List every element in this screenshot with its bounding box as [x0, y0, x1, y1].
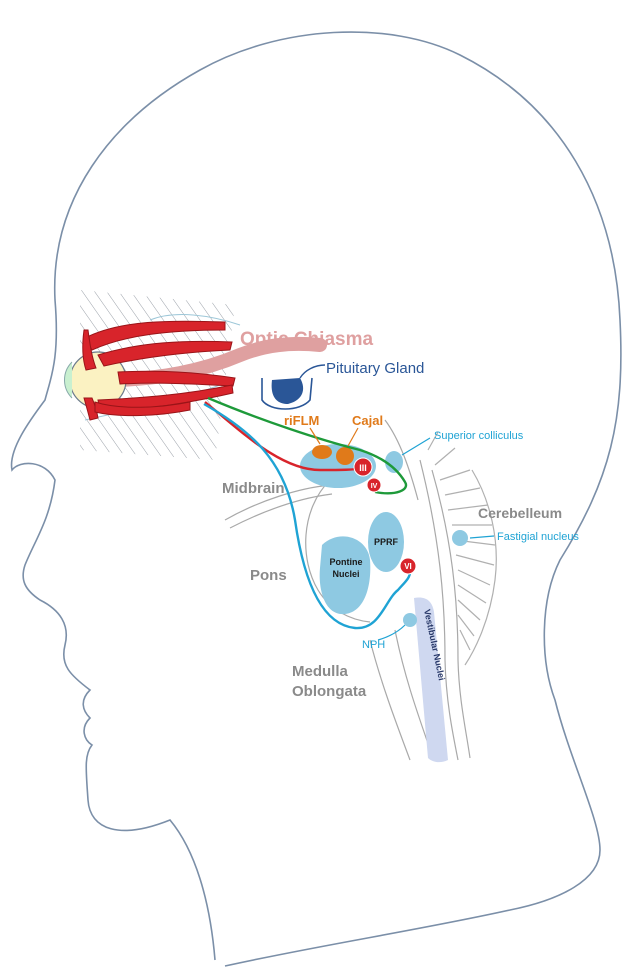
nph-dot: [403, 613, 417, 627]
nucleus-iv-label: IV: [371, 483, 378, 490]
midbrain-label: Midbrain: [222, 480, 285, 497]
riflm-label: riFLM: [284, 413, 319, 428]
superior-colliculus-label: Superior colliculus: [434, 430, 524, 442]
cajal-label: Cajal: [352, 413, 383, 428]
cajal-arrow: [348, 428, 358, 446]
cajal-nucleus: [336, 447, 354, 465]
fastigial-nucleus-label: Fastigial nucleus: [497, 531, 579, 543]
pituitary-gland-label: Pituitary Gland: [326, 360, 424, 377]
nucleus-iii-label: III: [359, 463, 367, 473]
pontine-label-line2: Nuclei: [332, 569, 359, 579]
riflm-nucleus: [312, 445, 332, 459]
fastigial-arrow: [470, 536, 494, 538]
pituitary-gland-shape: [272, 378, 303, 404]
pituitary-stalk: [300, 365, 325, 378]
nph-arrow: [378, 625, 405, 640]
pons-label: Pons: [250, 567, 287, 584]
medulla-label-line2: Oblongata: [292, 683, 367, 700]
pprf-label: PPRF: [374, 537, 399, 547]
nucleus-vi-label: VI: [404, 562, 412, 571]
cornea: [65, 362, 73, 398]
medulla-front: [370, 640, 410, 760]
superior-colliculus-arrow: [402, 438, 430, 455]
nph-label: NPH: [362, 639, 385, 651]
cerebellum-folia: [428, 432, 496, 665]
midbrain-curve-2: [230, 494, 332, 528]
fastigial-nucleus-dot: [452, 530, 468, 546]
optic-chiasma-label: Optic Chiasma: [240, 329, 373, 350]
cerebellum-label: Cerebelleum: [478, 505, 562, 521]
medulla-label-line1: Medulla: [292, 663, 348, 680]
pontine-label-line1: Pontine: [330, 557, 363, 567]
